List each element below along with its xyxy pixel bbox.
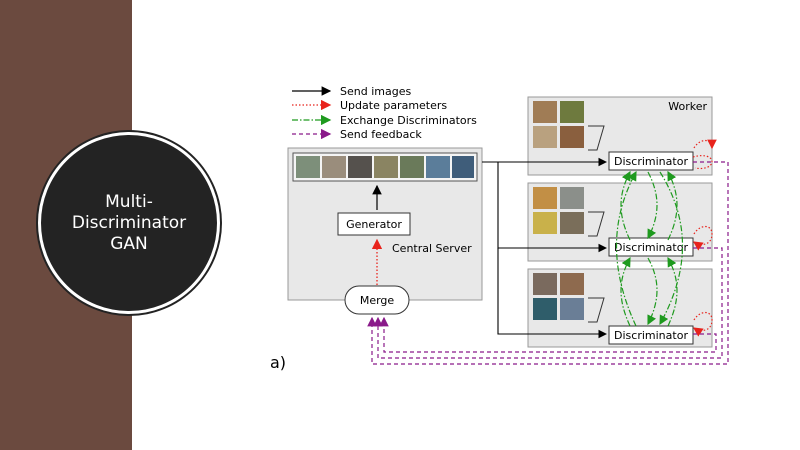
discriminator-label-1: Discriminator — [614, 155, 688, 168]
legend: Send images Update parameters Exchange D… — [292, 85, 477, 141]
send-feedback-connectors — [367, 161, 729, 365]
title-circle: Multi- Discriminator GAN — [38, 132, 220, 314]
legend-label-send-images: Send images — [340, 85, 411, 98]
circle-title: Multi- Discriminator GAN — [71, 191, 187, 254]
merge-label: Merge — [360, 294, 395, 307]
generator-label: Generator — [346, 218, 402, 231]
legend-label-exchange-discriminators: Exchange Discriminators — [340, 114, 477, 127]
discriminator-label-3: Discriminator — [614, 329, 688, 342]
figure-sub-label: a) — [270, 353, 287, 372]
central-server-label: Central Server — [392, 242, 472, 255]
merge-box — [344, 285, 410, 315]
worker-label: Worker — [668, 100, 707, 113]
central-server-panel: Generator Central Server Merge — [287, 147, 483, 315]
exchange-discriminator-connectors — [616, 170, 683, 327]
legend-item-send-images: Send images — [292, 85, 411, 98]
send-images-connectors — [482, 157, 608, 339]
legend-label-update-parameters: Update parameters — [340, 99, 447, 112]
legend-item-exchange-discriminators: Exchange Discriminators — [292, 114, 477, 127]
legend-item-send-feedback: Send feedback — [292, 128, 422, 141]
legend-item-update-parameters: Update parameters — [292, 99, 447, 112]
legend-label-send-feedback: Send feedback — [340, 128, 422, 141]
discriminator-label-2: Discriminator — [614, 241, 688, 254]
generator-box — [337, 212, 411, 236]
worker-panel-2: Discriminator — [527, 182, 713, 262]
worker-panel-1: Worker Discriminator — [527, 96, 717, 176]
